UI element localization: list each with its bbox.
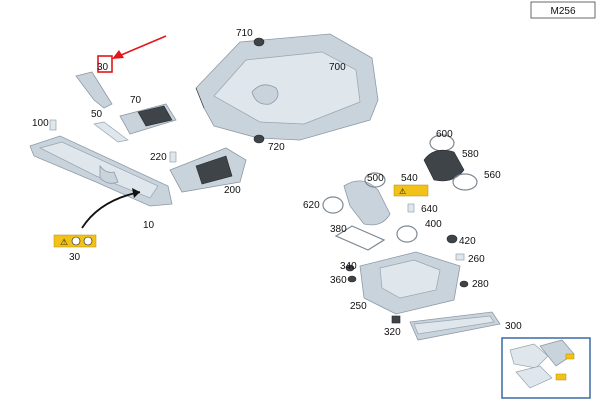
callout-70: 70 <box>130 95 142 106</box>
callout-700: 700 <box>329 62 346 73</box>
callout-360: 360 <box>330 275 347 286</box>
part-260[interactable] <box>455 253 465 261</box>
bracket-30-part[interactable] <box>75 71 113 109</box>
callout-300: 300 <box>505 321 522 332</box>
callout-220: 220 <box>150 152 167 163</box>
warning-label-icon: ⚠ <box>399 187 406 196</box>
callout-200: 200 <box>224 185 241 196</box>
duct-70-part[interactable] <box>119 103 177 135</box>
callout-580: 580 <box>462 149 479 160</box>
fastener-100-part[interactable] <box>49 119 57 131</box>
duct-580-part[interactable] <box>423 149 465 182</box>
seal-400-part[interactable] <box>396 225 418 243</box>
callout-720: 720 <box>268 142 285 153</box>
callout-500: 500 <box>367 173 384 184</box>
part-340[interactable] <box>345 264 355 272</box>
filter-element-300-part[interactable] <box>409 311 501 341</box>
frame-10-part[interactable] <box>29 135 173 207</box>
fastener-220-part[interactable] <box>169 151 177 163</box>
callout-30-label: 30 <box>69 252 81 263</box>
model-code-box: M256 <box>530 1 596 19</box>
warning-label-icon: ⚠ <box>60 238 68 248</box>
highlight-marker <box>97 35 167 73</box>
callout-250: 250 <box>350 301 367 312</box>
hose-500-part[interactable] <box>343 172 391 226</box>
callout-640: 640 <box>421 204 438 215</box>
engine-cover-part[interactable] <box>195 33 379 141</box>
callout-10: 10 <box>143 220 155 231</box>
model-code: M256 <box>550 6 575 17</box>
callout-380: 380 <box>330 224 347 235</box>
callout-50: 50 <box>91 109 103 120</box>
part-360[interactable] <box>347 275 357 283</box>
part-280[interactable] <box>459 280 469 288</box>
callout-340: 340 <box>340 261 357 272</box>
part-640[interactable] <box>407 203 415 213</box>
callout-420: 420 <box>459 236 476 247</box>
callout-710: 710 <box>236 28 253 39</box>
warning-label-540[interactable]: ⚠ <box>393 184 429 197</box>
callout-620: 620 <box>303 200 320 211</box>
clip-720-part[interactable] <box>253 134 265 144</box>
callout-600: 600 <box>436 129 453 140</box>
callout-30-top: 30 <box>97 62 109 73</box>
part-420[interactable] <box>446 234 458 244</box>
seal-560-part[interactable] <box>452 173 478 191</box>
overview-inset[interactable] <box>501 337 591 399</box>
callout-560: 560 <box>484 170 501 181</box>
callout-260: 260 <box>468 254 485 265</box>
duct-200-part[interactable] <box>169 147 247 193</box>
seal-620-part[interactable] <box>322 196 344 214</box>
warning-label-30[interactable]: ⚠ <box>53 234 97 248</box>
clip-710-part[interactable] <box>253 37 265 47</box>
pointer-arrow <box>81 188 141 229</box>
callout-100: 100 <box>32 118 49 129</box>
callout-400: 400 <box>425 219 442 230</box>
gasket-380-part[interactable] <box>334 225 386 251</box>
part-320[interactable] <box>391 315 401 324</box>
filter-housing-part[interactable] <box>359 251 461 315</box>
callout-540: 540 <box>401 173 418 184</box>
callout-320: 320 <box>384 327 401 338</box>
callout-280: 280 <box>472 279 489 290</box>
strip-50-part[interactable] <box>93 121 129 143</box>
